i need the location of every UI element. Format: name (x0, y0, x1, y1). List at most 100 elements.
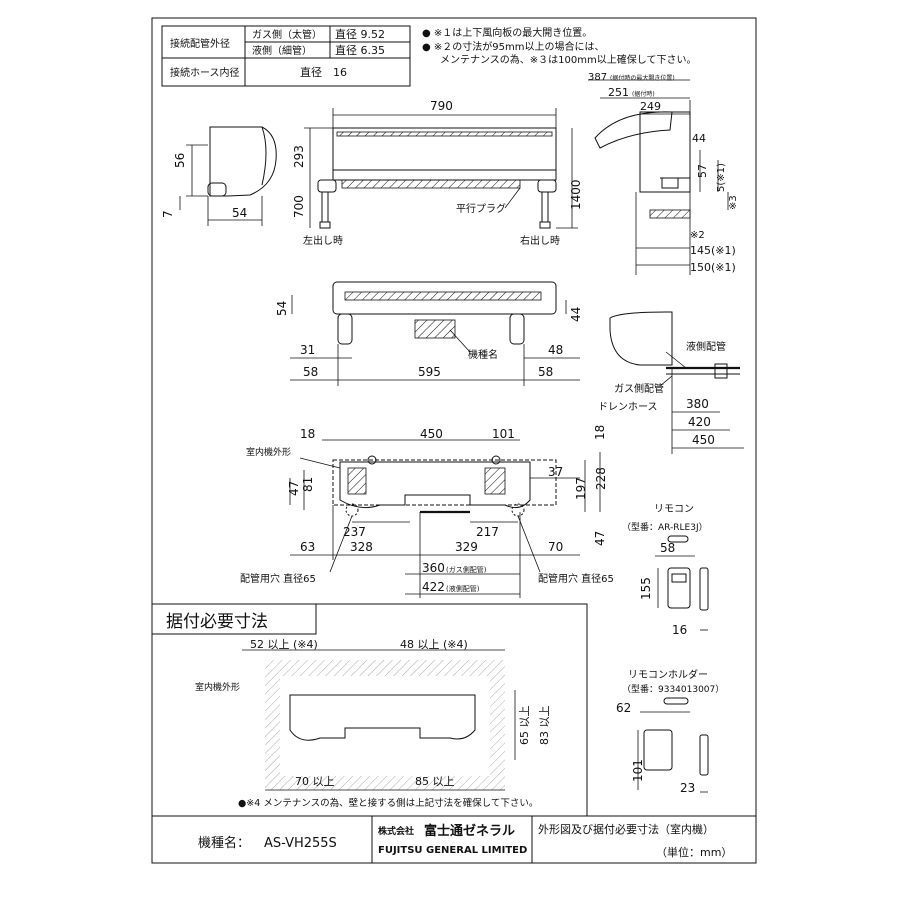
plate-dim-422: 422 (422, 580, 445, 594)
plate-dim-360-note: (ガス側配管) (446, 565, 487, 574)
plate-dim-63: 63 (300, 540, 315, 554)
notes: ● ※１は上下風向板の最大開き位置。 ● ※２の寸法が95mm以上の場合には、 … (422, 26, 696, 66)
side-view-right: 387 (据付時の最大開き位置) 251 (据付時) 249 44 57 5(※… (588, 72, 739, 275)
bottom-dim-58a: 58 (303, 365, 318, 379)
holder-dim-23: 23 (680, 781, 695, 795)
install-bottom-70: 70 以上 (295, 775, 335, 788)
plate-dim-70: 70 (548, 540, 563, 554)
spec-table: 接続配管外径 ガス側（太管） 直径 9.52 液側（細管） 直径 6.35 接続… (161, 25, 411, 87)
remote-model: （型番：AR-RLE3J） (622, 521, 708, 533)
plate-dim-422-note: (液側配管) (446, 584, 480, 593)
plate-dim-81: 81 (301, 477, 315, 492)
install-right-65: 65 以上 (518, 706, 531, 746)
install-title: 据付必要寸法 (166, 612, 268, 632)
plate-dim-328: 328 (350, 540, 373, 554)
pipe-dim-420: 420 (688, 415, 711, 429)
install-bottom-85: 85 以上 (415, 775, 455, 788)
plate-dim-18b: 18 (593, 425, 607, 440)
right-dim-57: 57 (696, 164, 709, 178)
plate-dim-329: 329 (455, 540, 478, 554)
bottom-dim-48: 48 (548, 343, 563, 357)
plate-dim-360: 360 (422, 561, 445, 575)
holder-dim-62: 62 (616, 701, 631, 715)
spec-liquid-dia: 直径 6.35 (335, 43, 385, 57)
company-jp: 富士通ゼネラル (424, 823, 515, 839)
bottom-view: 機種名 54 44 31 48 58 595 58 (275, 281, 583, 386)
unit-label: （単位：mm） (656, 845, 732, 859)
right-dim-145: 145(※1) (690, 244, 736, 257)
holder-view: リモコンホルダー （型番：9334013007） 62 101 23 (616, 668, 724, 795)
remote-dim-155: 155 (639, 577, 653, 600)
plate-dim-37: 37 (548, 465, 563, 479)
note-1: ● ※１は上下風向板の最大開き位置。 (422, 26, 592, 39)
right-dim-3: ※3 (728, 195, 739, 210)
front-dim-790: 790 (430, 99, 453, 113)
bottom-dim-58b: 58 (538, 365, 553, 379)
plate-dim-217: 217 (476, 525, 499, 539)
plate-dim-101: 101 (492, 427, 515, 441)
plate-view: 450 18 101 18 室内機外形 37 197 228 47 81 47 … (240, 425, 614, 598)
bottom-dim-44: 44 (569, 307, 583, 322)
holder-title: リモコンホルダー (628, 668, 708, 681)
title-block: 機種名： AS-VH255S 株式会社 富士通ゼネラル FUJITSU GENE… (152, 815, 756, 863)
remote-dim-16: 16 (672, 623, 687, 637)
model-label: 機種名： (198, 835, 250, 851)
bottom-dim-31: 31 (300, 343, 315, 357)
install-section: 据付必要寸法 52 以上 (※4) 48 以上 (※4) 室内機外形 65 以上… (151, 603, 588, 817)
holder-model: （型番：9334013007） (622, 683, 724, 695)
install-top-left: 52 以上 (※4) (250, 638, 318, 651)
note-2b: メンテナンスの為、※３は100mm以上確保して下さい。 (440, 53, 696, 66)
plate-outline-label: 室内機外形 (246, 446, 291, 458)
company-en: FUJITSU GENERAL LIMITED (378, 845, 527, 856)
front-dim-1400: 1400 (569, 179, 583, 210)
liquid-pipe-label: 液側配管 (686, 340, 726, 353)
bottom-dim-595: 595 (418, 365, 441, 379)
right-dim-387-note: (据付時の最大開き位置) (610, 74, 675, 82)
bottom-dim-54: 54 (275, 301, 289, 316)
install-outline-label: 室内機外形 (195, 681, 240, 693)
left-side-dim-54: 54 (232, 206, 247, 220)
install-note: ●※4 メンテナンスの為、壁と接する側は上記寸法を確保して下さい。 (238, 797, 538, 809)
right-dim-387: 387 (588, 72, 607, 83)
front-view: 790 293 700 1400 平行プラグ 左出し時 右出し時 (292, 99, 583, 247)
left-side-dim-7: 7 (161, 210, 175, 218)
plate-dim-18a: 18 (300, 427, 315, 441)
left-side-dim-56: 56 (173, 153, 187, 168)
side-view-left: 56 7 54 (161, 126, 277, 226)
drawing-border (151, 17, 757, 864)
pipe-dim-380: 380 (686, 397, 709, 411)
front-dim-700: 700 (292, 195, 306, 218)
right-dim-249: 249 (640, 100, 661, 113)
spec-gas-side: ガス側（太管） (252, 28, 322, 41)
gas-pipe-label: ガス側配管 (614, 382, 664, 395)
plug-label: 平行プラグ (456, 202, 506, 215)
plate-dim-47a: 47 (287, 481, 301, 496)
install-top-right: 48 以上 (※4) (400, 638, 468, 651)
right-dim-251: 251 (608, 86, 629, 99)
holder-dim-101: 101 (631, 759, 645, 782)
remote-title: リモコン (654, 504, 694, 515)
model-value: AS-VH255S (264, 836, 337, 851)
model-plate-label: 機種名 (468, 348, 498, 361)
spec-row2-label: 接続ホース内径 (170, 66, 240, 79)
hole-left-label: 配管用穴 直径65 (240, 572, 316, 585)
left-exit-label: 左出し時 (303, 234, 343, 247)
note-2a: ● ※２の寸法が95mm以上の場合には、 (422, 40, 605, 53)
remote-dim-58: 58 (660, 541, 675, 555)
hole-right-label: 配管用穴 直径65 (538, 572, 614, 585)
right-dim-5: 5(※1) (716, 163, 727, 192)
plate-dim-237: 237 (343, 525, 366, 539)
plate-dim-47b: 47 (593, 531, 607, 546)
company-jp-prefix: 株式会社 (378, 825, 414, 837)
pipe-view: 液側配管 ガス側配管 ドレンホース 380 420 450 (598, 311, 744, 454)
right-dim-251-note: (据付時) (632, 90, 655, 98)
plate-dim-450: 450 (420, 427, 443, 441)
spec-liquid-side: 液側（細管） (252, 44, 312, 57)
remote-view: リモコン （型番：AR-RLE3J） 58 155 16 (622, 504, 709, 637)
right-dim-150: 150(※1) (690, 261, 736, 274)
drain-hose-label: ドレンホース (598, 401, 658, 413)
install-right-83: 83 以上 (538, 706, 551, 746)
spec-hose-dia: 直径 16 (300, 65, 347, 79)
right-dim-2: ※2 (690, 230, 705, 241)
